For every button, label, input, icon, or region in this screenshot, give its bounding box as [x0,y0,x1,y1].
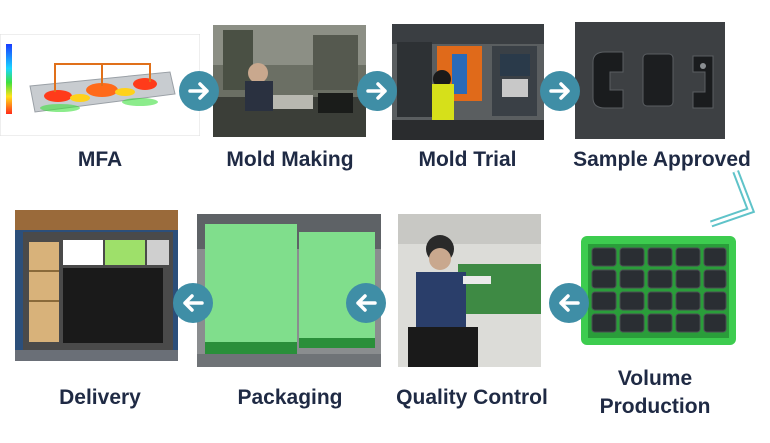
arrow-left-icon [549,283,589,323]
arrow-left-icon [346,283,386,323]
arrow-left-icon [173,283,213,323]
delivery-image [15,210,178,361]
quality-control-image [398,214,541,367]
step-label-delivery: Delivery [59,386,141,409]
chevron-down-icon [700,170,760,250]
arrow-right-icon [179,71,219,111]
mfa-image [0,34,200,136]
step-label-volume-production: Volume Production [599,367,711,418]
mold-making-image [213,25,366,137]
arrow-right-icon [357,71,397,111]
volume-production-image [578,232,739,349]
step-label-quality-control: Quality Control [396,386,548,409]
sample-approved-image [575,22,725,139]
arrow-right-icon [540,71,580,111]
step-label-mold-making: Mold Making [226,148,354,171]
step-label-packaging: Packaging [237,386,343,409]
step-label-sample-approved: Sample Approved [573,148,751,171]
step-label-mold-trial: Mold Trial [418,148,517,171]
step-label-mfa: MFA [77,148,123,171]
mold-trial-image [392,24,544,140]
